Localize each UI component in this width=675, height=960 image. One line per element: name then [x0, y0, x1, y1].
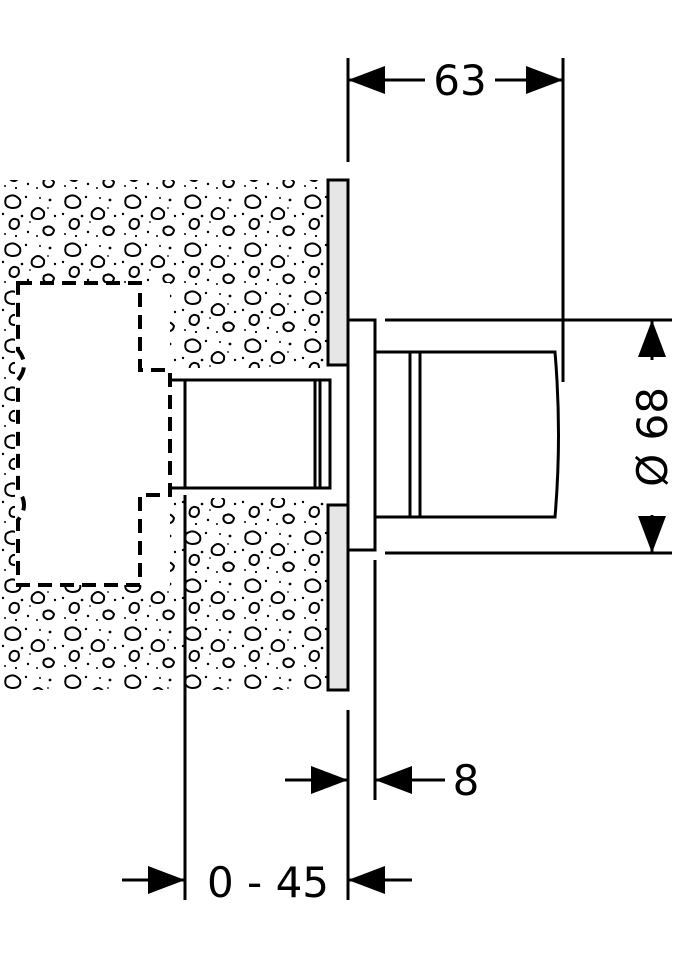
- escutcheon: [346, 318, 377, 552]
- concealed-valve-body: [16, 281, 172, 587]
- dimension-8: [285, 560, 445, 900]
- wall-concrete: [0, 180, 330, 690]
- dimension-63: [346, 58, 565, 382]
- handle: [373, 350, 560, 519]
- dimension-0-45: [122, 495, 412, 900]
- dimension-diameter-label: Ø 68: [628, 387, 675, 487]
- dimension-0-45-label: 0 - 45: [207, 858, 329, 907]
- dimension-8-label: 8: [453, 756, 480, 805]
- valve-stem: [170, 378, 332, 490]
- wall-plate: [326, 178, 350, 692]
- dimension-diameter: [385, 318, 672, 555]
- dimension-63-label: 63: [433, 56, 486, 105]
